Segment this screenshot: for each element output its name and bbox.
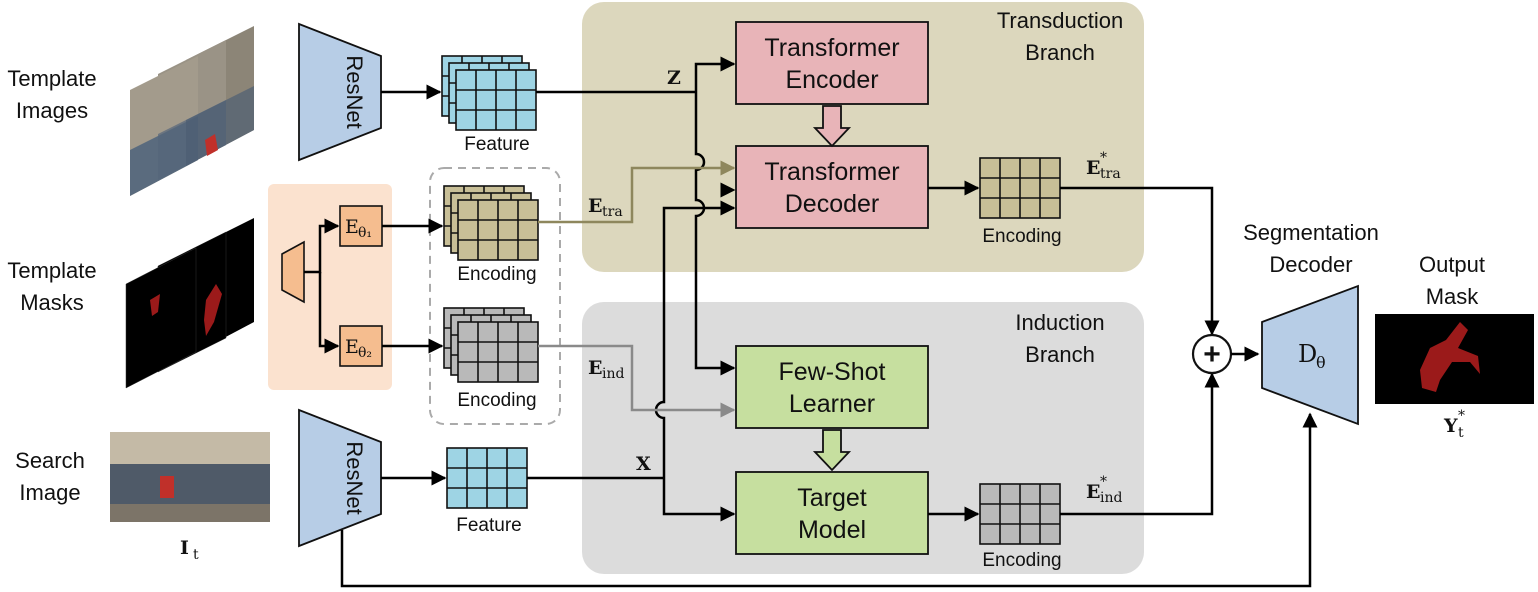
transformer-encoder-label-2: Encoder: [785, 66, 878, 94]
output-mask-label-2: Mask: [1426, 284, 1480, 309]
resnet-top: [298, 22, 382, 162]
e-tra-star-symbol: E: [1086, 157, 1100, 179]
feature-template: [441, 55, 537, 131]
target-model: [735, 471, 929, 555]
output-mask-image: [1375, 314, 1534, 404]
transduction-branch-title-2: Branch: [1025, 40, 1095, 65]
resnet-bottom: [298, 408, 382, 548]
induction-branch-title-1: Induction: [1015, 310, 1104, 335]
encoder-theta1-label: E: [345, 216, 359, 238]
encoding-tra-output: [979, 157, 1061, 219]
e-ind-star-mark: *: [1100, 474, 1107, 490]
search-image-symbol: I: [180, 537, 189, 559]
encoding-ind-output: [979, 483, 1061, 545]
few-shot-learner-label-2: Learner: [789, 390, 875, 418]
output-mask-label-1: Output: [1419, 252, 1485, 277]
output-symbol: Y: [1443, 415, 1458, 437]
e-tra-star-sub: tra: [1100, 166, 1121, 182]
template-images-label-2: Images: [16, 98, 88, 123]
target-model-label-1: Target: [797, 484, 867, 512]
mask-encodings-group: [429, 167, 561, 425]
encoding-tra-template: [443, 185, 539, 261]
x-symbol: X: [636, 453, 651, 475]
template-images-label-1: Template: [7, 66, 96, 91]
e-tra-sub: tra: [602, 204, 623, 220]
feature-search-label: Feature: [456, 515, 521, 536]
encoding-ind-output-label: Encoding: [982, 550, 1061, 571]
encoder-theta2-label: E: [345, 336, 359, 358]
e-ind-sub: ind: [602, 366, 624, 382]
encoder-theta2-sub: θ₂: [358, 345, 372, 361]
search-image-label-1: Search: [15, 448, 85, 473]
mask-encoder-shape: [281, 240, 305, 304]
resnet-top-label: ResNet: [342, 55, 367, 128]
encoder-theta1-sub: θ₁: [358, 225, 372, 241]
resnet-bottom-label: ResNet: [342, 441, 367, 514]
e-ind-star-sub: ind: [1100, 490, 1122, 506]
output-symbol-sub: t: [1458, 425, 1464, 441]
transformer-encoder: [735, 21, 929, 105]
few-shot-learner: [735, 345, 929, 429]
encoding-tra-template-label: Encoding: [457, 264, 536, 285]
z-symbol: Z: [667, 67, 681, 89]
template-images: [130, 26, 254, 196]
encoding-ind-template-label: Encoding: [457, 390, 536, 411]
search-image: [110, 432, 270, 522]
induction-branch-title-2: Branch: [1025, 342, 1095, 367]
encoder-theta1: [339, 205, 383, 247]
feature-search: [446, 447, 528, 509]
encoding-tra-output-label: Encoding: [982, 226, 1061, 247]
transformer-decoder: [735, 145, 929, 229]
encoding-ind-template: [443, 307, 539, 383]
learner-to-target-arrow: [812, 429, 852, 472]
e-ind-symbol: E: [588, 357, 602, 379]
feature-template-label: Feature: [464, 134, 529, 155]
transformer-decoder-label-1: Transformer: [764, 158, 899, 186]
decoder-symbol: D: [1298, 340, 1317, 368]
e-tra-star-mark: *: [1100, 150, 1107, 166]
encoder-to-decoder-arrow: [812, 105, 852, 148]
search-image-symbol-sub: t: [193, 547, 199, 563]
segmentation-decoder-label-1: Segmentation: [1243, 220, 1379, 245]
output-symbol-star: *: [1458, 408, 1465, 424]
transduction-branch-title-1: Transduction: [997, 8, 1123, 33]
decoder-symbol-sub: θ: [1316, 353, 1326, 372]
template-masks: [125, 218, 254, 389]
transformer-encoder-label-1: Transformer: [764, 34, 899, 62]
template-masks-label-2: Masks: [20, 290, 84, 315]
few-shot-learner-label-1: Few-Shot: [779, 358, 886, 386]
segmentation-decoder-label-2: Decoder: [1269, 252, 1352, 277]
transformer-decoder-label-2: Decoder: [785, 190, 880, 218]
sum-node-symbol: +: [1203, 338, 1221, 371]
e-ind-star-symbol: E: [1086, 481, 1100, 503]
e-tra-symbol: E: [588, 195, 602, 217]
search-image-label-2: Image: [19, 480, 80, 505]
template-masks-label-1: Template: [7, 258, 96, 283]
segmentation-decoder: [1261, 284, 1359, 426]
target-model-label-2: Model: [798, 516, 866, 544]
